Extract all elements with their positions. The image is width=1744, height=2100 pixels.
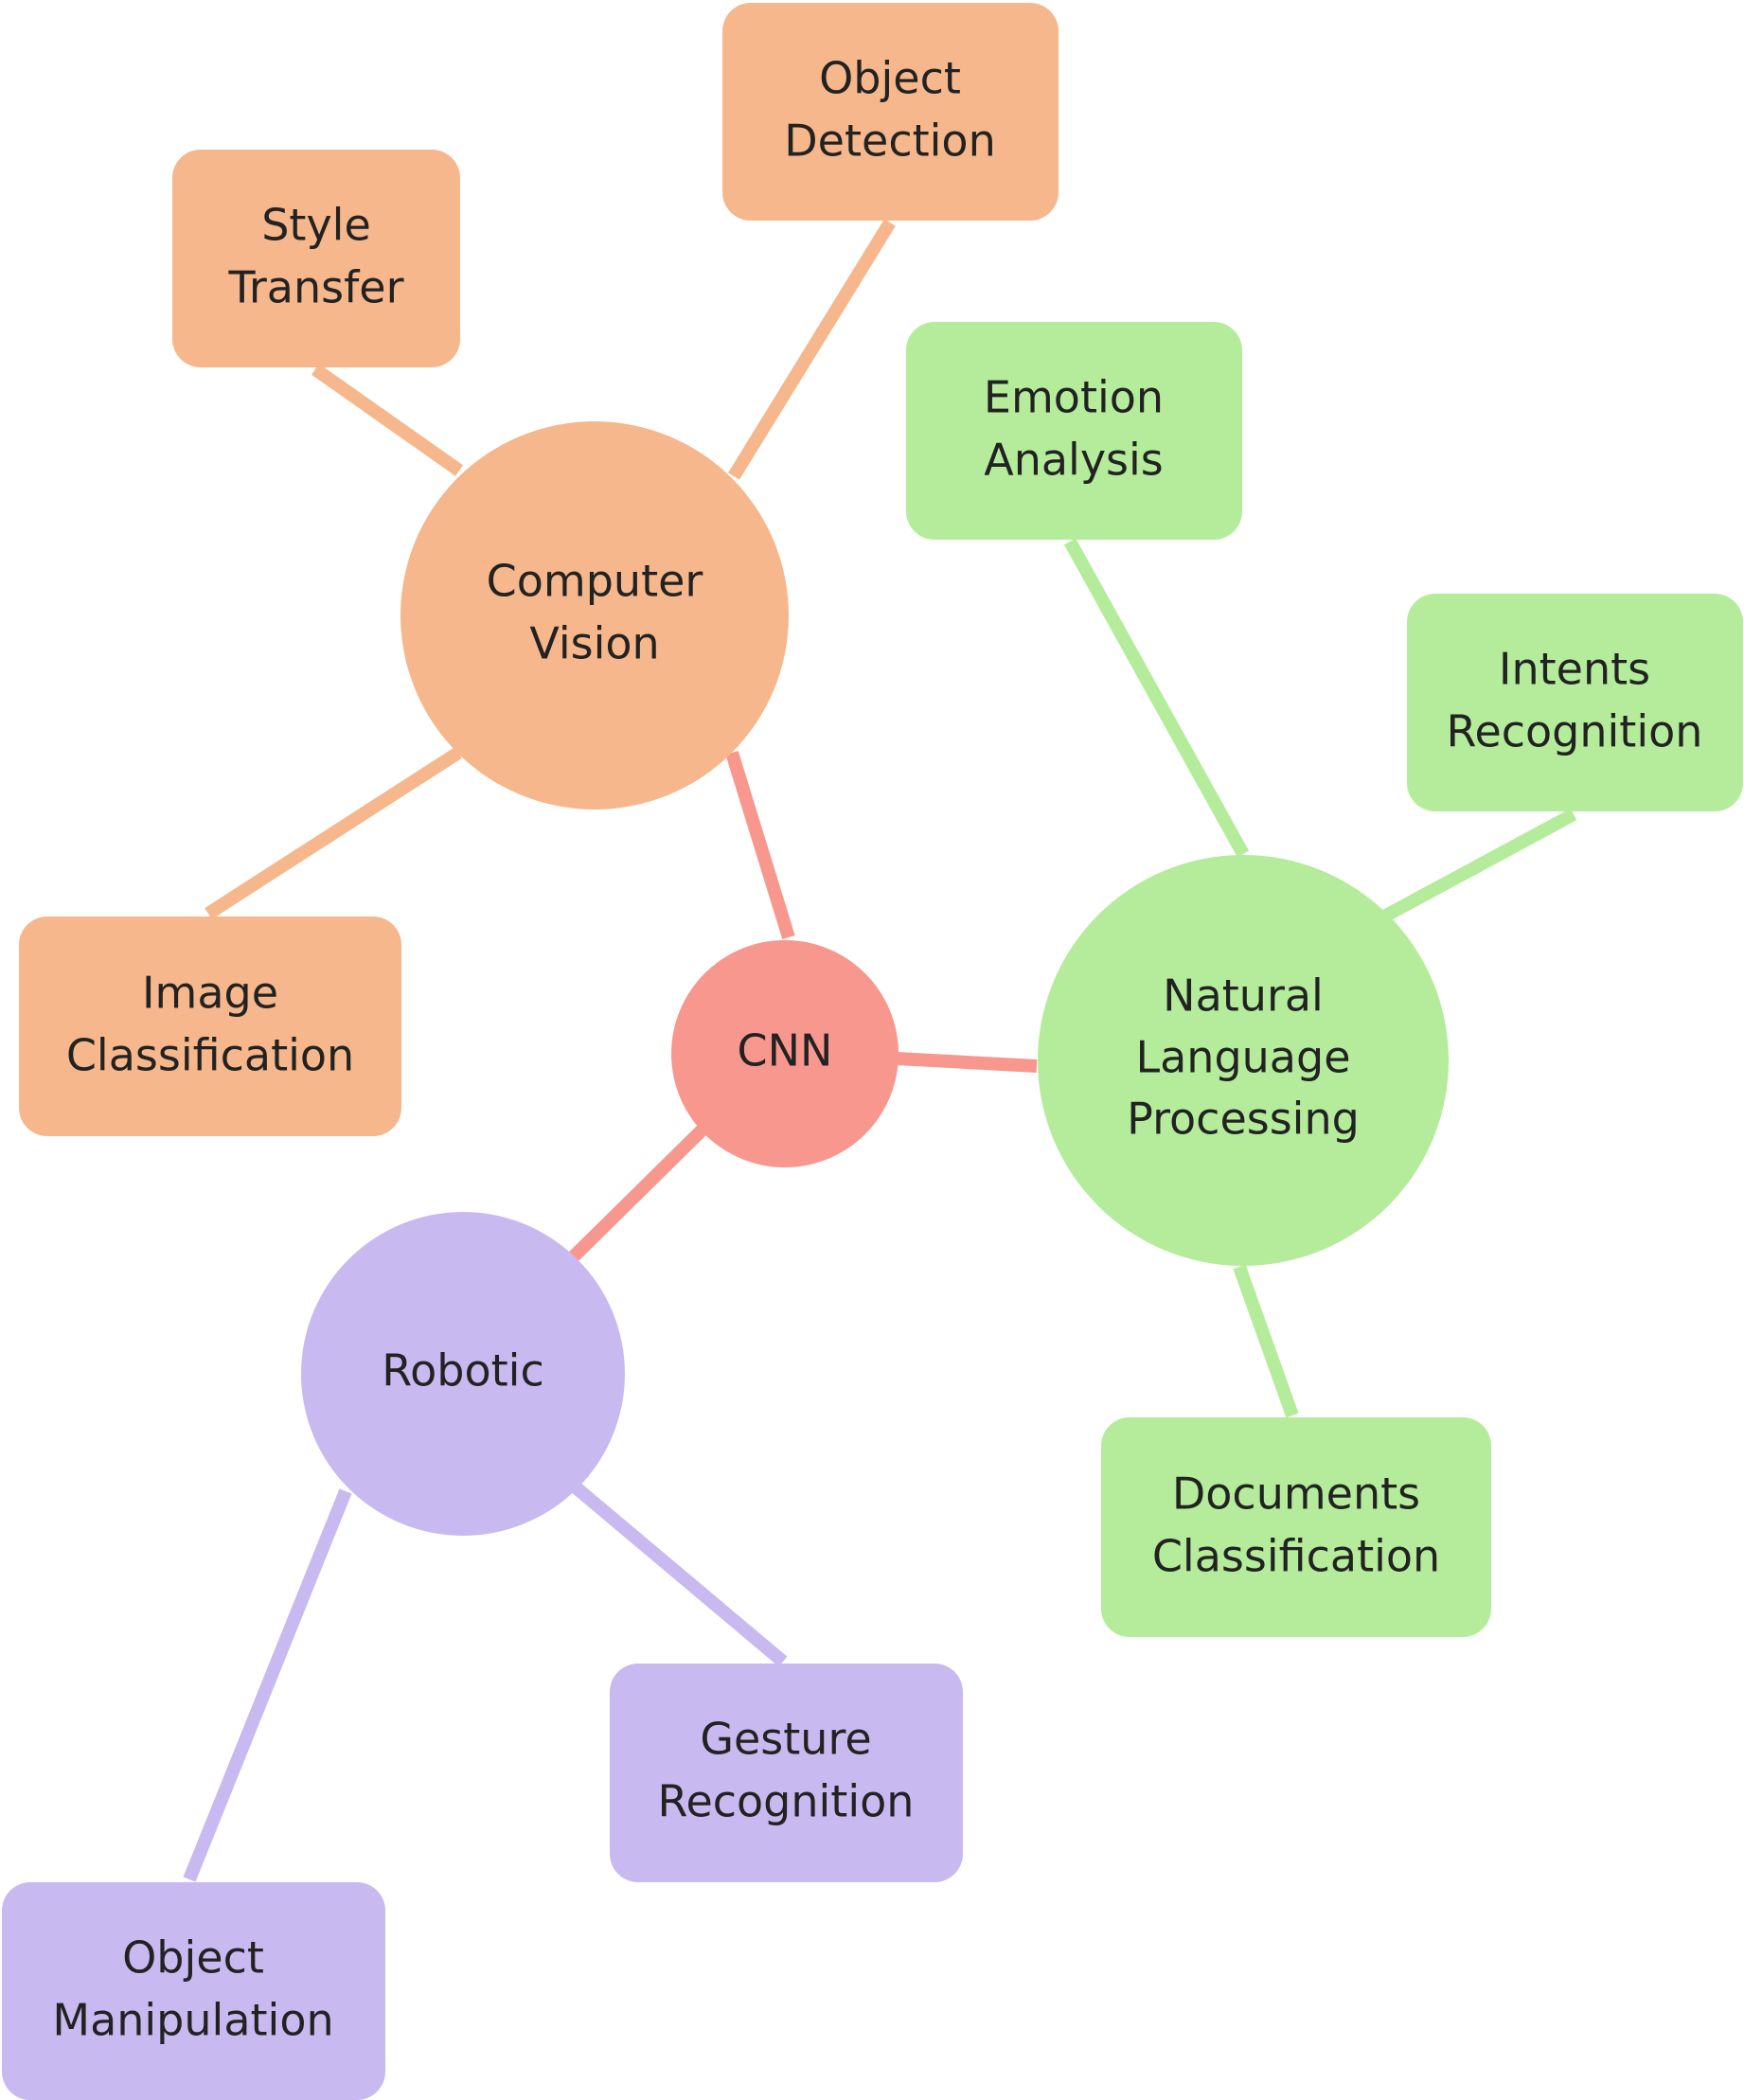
edge-nlp-emotion-analysis <box>1063 538 1250 858</box>
intents-recognition-label-line-1: Intents <box>1499 644 1650 695</box>
leaf-node-documents-classification: Documents Classification <box>1101 1417 1491 1637</box>
computer-vision-label-line-1: Computer <box>487 556 703 607</box>
edge-cnn-robotics <box>566 1124 708 1264</box>
root-label: CNN <box>738 1025 833 1077</box>
branch-node-robotics: Robotic <box>301 1212 625 1536</box>
image-classification-label-line-2: Classification <box>66 1030 354 1081</box>
edge-nlp-documents-classification <box>1233 1264 1299 1418</box>
object-detection-label-line-1: Object <box>819 53 961 104</box>
emotion-analysis-label-line-1: Emotion <box>984 372 1164 423</box>
computer-vision-label-line-2: Vision <box>529 618 659 669</box>
edge-robotics-gesture-recognition <box>570 1481 788 1667</box>
connectors <box>183 219 1577 1882</box>
object-detection-label-line-2: Detection <box>784 116 995 167</box>
edge-cv-object-detection <box>728 219 896 480</box>
leaf-node-object-manipulation: Object Manipulation <box>2 1882 385 2100</box>
intents-recognition-label-line-2: Recognition <box>1447 706 1703 757</box>
gesture-recognition-label-line-1: Gesture <box>700 1714 871 1765</box>
leaf-node-style-transfer: Style Transfer <box>172 150 460 367</box>
style-transfer-label-line-1: Style <box>261 200 371 251</box>
leaf-node-intents-recognition: Intents Recognition <box>1407 594 1743 811</box>
robotics-label: Robotic <box>382 1345 544 1397</box>
leaf-node-gesture-recognition: Gesture Recognition <box>610 1664 963 1882</box>
nlp-label-line-2: Language <box>1135 1032 1350 1083</box>
edge-nlp-intents-recognition <box>1380 808 1577 923</box>
style-transfer-label-line-2: Transfer <box>228 262 404 313</box>
leaf-node-emotion-analysis: Emotion Analysis <box>906 322 1242 540</box>
documents-classification-label-line-1: Documents <box>1172 1468 1420 1520</box>
edge-cnn-computer-vision <box>725 750 795 940</box>
branch-node-computer-vision: Computer Vision <box>400 421 789 810</box>
nlp-label-line-3: Processing <box>1127 1094 1360 1145</box>
gesture-recognition-label-line-2: Recognition <box>658 1776 915 1827</box>
image-classification-label-line-1: Image <box>142 968 278 1019</box>
edge-cv-image-classification <box>205 747 462 919</box>
leaf-node-image-classification: Image Classification <box>19 917 401 1136</box>
leaf-node-object-detection: Object Detection <box>722 3 1059 221</box>
branch-node-nlp: Natural Language Processing <box>1038 855 1449 1266</box>
object-manipulation-label-line-2: Manipulation <box>52 1995 333 2046</box>
root-node-cnn: CNN <box>671 940 899 1167</box>
documents-classification-label-line-2: Classification <box>1152 1531 1440 1582</box>
edge-cv-style-transfer <box>311 364 464 476</box>
object-manipulation-label-line-1: Object <box>122 1932 264 1984</box>
edge-robotics-object-manipulation <box>183 1488 352 1882</box>
nlp-label-line-1: Natural <box>1163 970 1324 1022</box>
emotion-analysis-label-line-2: Analysis <box>984 435 1164 486</box>
edge-cnn-nlp <box>896 1052 1038 1073</box>
